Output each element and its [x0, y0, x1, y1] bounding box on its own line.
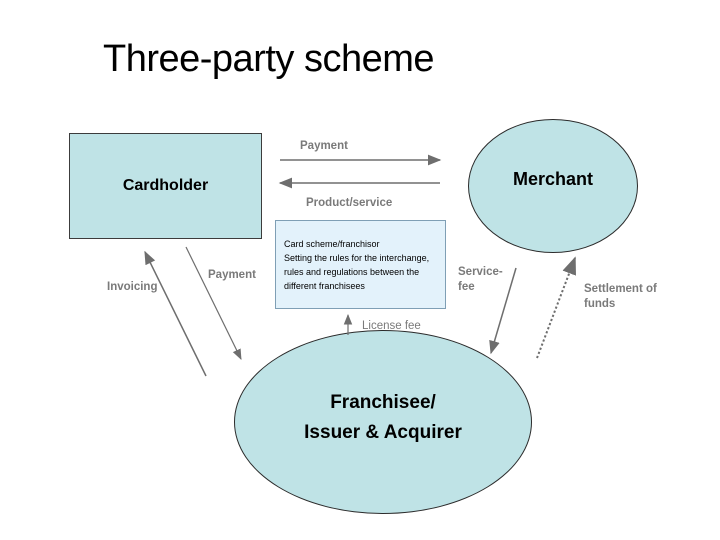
franchisee-label-line-2: Issuer & Acquirer	[304, 422, 462, 443]
payment-left-label: Payment	[208, 269, 256, 281]
payment-top-label: Payment	[300, 140, 348, 152]
invoicing-arrow	[144, 250, 207, 377]
scheme-text-line-3: rules and regulations between the	[284, 267, 420, 277]
payment-arrow-to-franchisee	[185, 246, 242, 360]
service-fee-label-line-2: fee	[458, 281, 475, 293]
license-fee-label: License fee	[362, 320, 421, 332]
merchant-label: Merchant	[512, 168, 593, 189]
invoicing-label: Invoicing	[107, 281, 158, 293]
product-service-label: Product/service	[306, 197, 393, 209]
scheme-text-line-1: Card scheme/franchisor	[284, 239, 380, 249]
franchisee-label-line-1: Franchisee/	[330, 392, 436, 413]
franchisee-node: Franchisee/ Issuer & Acquirer	[234, 330, 532, 514]
service-fee-arrow	[489, 267, 517, 355]
scheme-text-line-4: different franchisees	[284, 281, 365, 291]
merchant-node: Merchant	[468, 119, 638, 253]
cardholder-node: Cardholder	[69, 133, 262, 239]
page-title: Three-party scheme	[103, 38, 435, 80]
settlement-label-line-1: Settlement of	[584, 283, 657, 295]
scheme-text-line-2: Setting the rules for the interchange,	[284, 253, 430, 263]
cardholder-label: Cardholder	[122, 177, 209, 194]
service-fee-label-line-1: Service-	[458, 266, 503, 278]
settlement-arrow	[536, 256, 576, 359]
settlement-label: Settlement of funds	[584, 282, 657, 312]
settlement-label-line-2: funds	[584, 298, 616, 310]
card-scheme-node: Card scheme/franchisor Setting the rules…	[275, 220, 446, 309]
service-fee-label: Service- fee	[458, 265, 503, 295]
